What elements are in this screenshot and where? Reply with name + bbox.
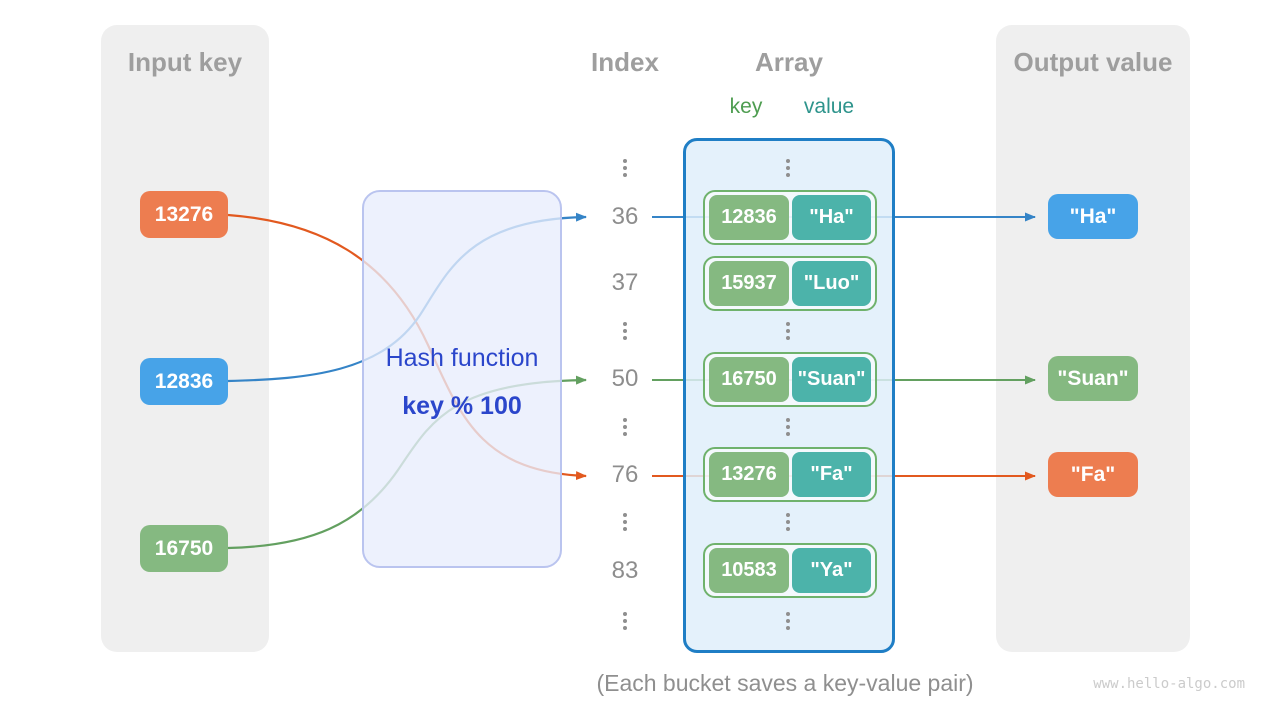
bucket-37-value: "Luo" — [792, 261, 871, 306]
ellipsis-dots — [623, 322, 627, 340]
bucket-37: 15937 "Luo" — [703, 256, 877, 311]
value-column-label: value — [803, 95, 855, 118]
index-column-title: Index — [591, 47, 659, 77]
ellipsis-dots — [623, 159, 627, 177]
hash-function-box — [362, 190, 562, 568]
bucket-37-key: 15937 — [709, 261, 789, 306]
input-key-16750: 16750 — [140, 525, 228, 572]
index-83: 83 — [611, 557, 639, 584]
output-value-suan: "Suan" — [1048, 356, 1138, 401]
key-column-label: key — [729, 95, 763, 118]
bucket-36: 12836 "Ha" — [703, 190, 877, 245]
bucket-36-key: 12836 — [709, 195, 789, 240]
index-36: 36 — [611, 203, 639, 230]
ellipsis-dots — [786, 612, 790, 630]
ellipsis-dots — [623, 612, 627, 630]
ellipsis-dots — [786, 159, 790, 177]
bucket-50: 16750 "Suan" — [703, 352, 877, 407]
bucket-83: 10583 "Ya" — [703, 543, 877, 598]
index-50: 50 — [611, 365, 639, 392]
output-value-panel — [996, 25, 1190, 652]
watermark: www.hello-algo.com — [1093, 676, 1245, 692]
bucket-76-key: 13276 — [709, 452, 789, 497]
bucket-36-value: "Ha" — [792, 195, 871, 240]
hash-function-title: Hash function — [385, 344, 539, 372]
ellipsis-dots — [786, 322, 790, 340]
ellipsis-dots — [623, 418, 627, 436]
bucket-50-value: "Suan" — [792, 357, 871, 402]
bucket-76: 13276 "Fa" — [703, 447, 877, 502]
caption: (Each bucket saves a key-value pair) — [596, 670, 974, 696]
ellipsis-dots — [786, 513, 790, 531]
index-37: 37 — [611, 269, 639, 296]
input-panel-title: Input key — [127, 47, 243, 77]
ellipsis-dots — [623, 513, 627, 531]
index-76: 76 — [611, 461, 639, 488]
array-column-title: Array — [755, 47, 823, 77]
hash-function-formula: key % 100 — [402, 392, 522, 420]
output-panel-title: Output value — [1013, 47, 1173, 77]
output-value-ha: "Ha" — [1048, 194, 1138, 239]
bucket-50-key: 16750 — [709, 357, 789, 402]
bucket-76-value: "Fa" — [792, 452, 871, 497]
output-value-fa: "Fa" — [1048, 452, 1138, 497]
input-key-13276: 13276 — [140, 191, 228, 238]
bucket-83-key: 10583 — [709, 548, 789, 593]
ellipsis-dots — [786, 418, 790, 436]
input-key-12836: 12836 — [140, 358, 228, 405]
bucket-83-value: "Ya" — [792, 548, 871, 593]
